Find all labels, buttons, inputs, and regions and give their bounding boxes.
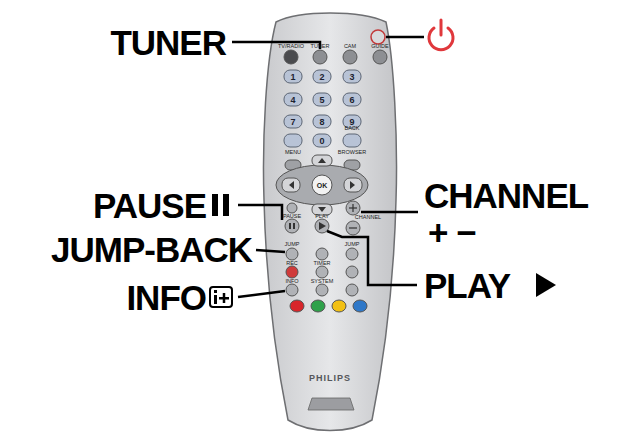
button-label: TUNER	[311, 44, 330, 50]
lower-buttons	[286, 248, 358, 296]
callout-label: INFO	[126, 280, 206, 315]
button-label: BROWSER	[338, 150, 366, 156]
arrow-glyphs	[289, 158, 355, 212]
power-symbol	[429, 20, 453, 50]
callout-label: CHANNEL	[424, 178, 588, 213]
button-label: CHANNEL	[355, 215, 381, 221]
button-label: CAM	[344, 44, 356, 50]
button-label: JUMP	[345, 242, 360, 248]
info-icon	[210, 287, 232, 307]
button-number: 1	[290, 73, 295, 82]
play-icon	[536, 273, 556, 297]
button-number: 8	[319, 118, 324, 127]
callout-label: PLAY	[424, 268, 510, 303]
arrow-keys	[282, 155, 362, 215]
brand-name: PHILIPS	[309, 374, 351, 383]
button-number: 6	[349, 96, 354, 105]
button-number: 2	[319, 73, 324, 82]
button-number: 0	[319, 137, 324, 146]
pause-icon	[212, 194, 229, 216]
button-label: REC	[286, 261, 298, 267]
nav-pad	[276, 165, 368, 205]
button-label: GUIDE	[371, 44, 388, 50]
color-buttons	[290, 300, 367, 312]
callout-label: TUNER	[110, 25, 226, 60]
button-number: 5	[319, 96, 324, 105]
button-label: TIMER	[313, 261, 330, 267]
logo-badge	[308, 398, 354, 410]
leader-lines	[232, 37, 424, 297]
button-label: TV/RADIO	[278, 44, 304, 50]
callout-label: JUMP-BACK	[51, 232, 252, 267]
play-glyph	[319, 222, 326, 230]
pause-glyph	[289, 223, 295, 229]
callout-label: + −	[428, 215, 476, 250]
top-buttons	[284, 50, 387, 64]
button-label: OK	[317, 182, 328, 189]
button-number: 7	[290, 118, 295, 127]
callout-label: PAUSE	[93, 188, 206, 223]
button-label: BACK	[345, 126, 360, 132]
button-number: 3	[349, 73, 354, 82]
remote-body	[264, 13, 397, 431]
ok-button	[312, 175, 332, 195]
button-label: PLAY	[315, 214, 329, 220]
button-label: JUMP	[285, 242, 300, 248]
button-label: INFO	[285, 279, 298, 285]
number-buttons	[284, 70, 361, 147]
button-number: 9	[349, 118, 354, 127]
button-label: PAUSE	[283, 214, 301, 220]
power-button	[371, 30, 385, 44]
button-number: 4	[290, 96, 295, 105]
button-label: MENU	[285, 150, 301, 156]
button-label: SYSTEM	[311, 279, 334, 285]
